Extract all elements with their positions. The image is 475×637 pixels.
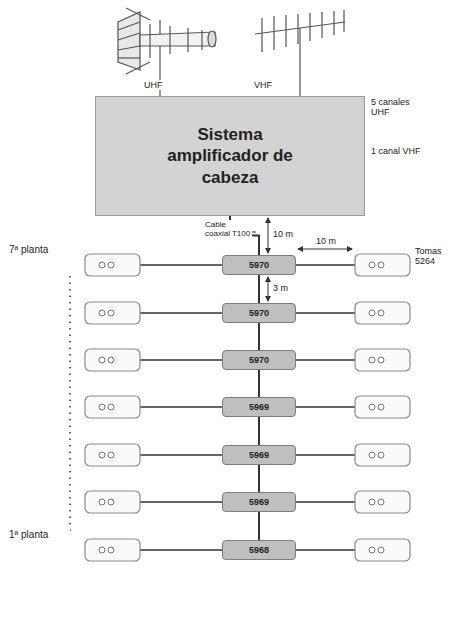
channel-note: 1 canal VHF (370, 146, 422, 156)
branch-cable (296, 359, 355, 361)
tap-box: 5970 (222, 303, 296, 323)
branch-cable (296, 501, 355, 503)
outlet-socket (369, 547, 375, 553)
outlet-socket (369, 452, 375, 458)
branch-cable (296, 264, 355, 266)
box-title: Sistema amplificador de cabeza (156, 124, 304, 188)
outlet-box (85, 539, 140, 561)
outlet-box (85, 491, 140, 513)
part-number: 5970 (249, 308, 269, 318)
head-amplifier-box: Sistema amplificador de cabeza (95, 96, 365, 216)
outlet-socket (108, 452, 114, 458)
branch-cable (140, 312, 222, 314)
floor-label: 1ª planta (8, 529, 70, 541)
branch-cable (296, 406, 355, 408)
outlet-box (85, 302, 140, 324)
outlet-socket (369, 404, 375, 410)
outlet-box (85, 444, 140, 466)
outlet-socket (108, 357, 114, 363)
part-number: 5969 (249, 402, 269, 412)
outlet-socket (108, 547, 114, 553)
coax-cable (258, 417, 260, 445)
outlet-socket (99, 499, 105, 505)
outlet-box (85, 349, 140, 371)
part-number: 5969 (249, 497, 269, 507)
branch-cable (296, 454, 355, 456)
outlet-socket (99, 262, 105, 268)
tap-box: 5969 (222, 397, 296, 417)
dotted-line (69, 276, 71, 535)
outlet-socket (369, 310, 375, 316)
coax-cable (258, 512, 260, 540)
tap-box: 5969 (222, 492, 296, 512)
outlet-box (355, 254, 410, 276)
cable-label: Cable coaxial T100 (204, 220, 252, 238)
outlet-socket (99, 357, 105, 363)
outlet-socket (378, 310, 384, 316)
dimension-arrow (268, 277, 269, 301)
dimension-arrow (268, 218, 269, 253)
outlet-socket (108, 310, 114, 316)
branch-cable (140, 454, 222, 456)
outlet-box (355, 491, 410, 513)
branch-cable (140, 549, 222, 551)
outlet-socket (99, 404, 105, 410)
dimension-label: 10 m (315, 236, 337, 246)
outlet-socket (99, 452, 105, 458)
tap-box: 5970 (222, 350, 296, 370)
outlet-socket (378, 357, 384, 363)
dimension-label: 3 m (272, 283, 289, 293)
branch-cable (140, 501, 222, 503)
outlet-socket (378, 499, 384, 505)
part-number: 5970 (249, 355, 269, 365)
branch-cable (140, 359, 222, 361)
outlet-box (85, 396, 140, 418)
branch-cable (296, 312, 355, 314)
outlet-socket (369, 499, 375, 505)
branch-cable (140, 406, 222, 408)
tap-box: 5970 (222, 255, 296, 275)
outlet-socket (378, 262, 384, 268)
outlet-socket (99, 547, 105, 553)
outlet-box (85, 254, 140, 276)
outlet-socket (369, 357, 375, 363)
coax-cable (258, 323, 260, 350)
outlet-box (355, 539, 410, 561)
floor-label: 7ª planta (8, 244, 70, 256)
outlets (85, 254, 410, 561)
antenna-label: UHF (143, 80, 164, 90)
coax-cable (258, 465, 260, 492)
outlet-socket (378, 404, 384, 410)
dimension-label: 10 m (272, 229, 294, 239)
coax-cable (258, 275, 260, 303)
tap-box: 5968 (222, 540, 296, 560)
branch-cable (140, 264, 222, 266)
outlet-label: Tomas 5264 (414, 246, 460, 267)
outlet-socket (369, 262, 375, 268)
uhf-antenna (118, 8, 216, 96)
outlet-socket (378, 452, 384, 458)
part-number: 5970 (249, 260, 269, 270)
dimension-arrow (298, 249, 352, 250)
outlet-box (355, 302, 410, 324)
outlet-box (355, 396, 410, 418)
antenna-label: VHF (253, 80, 273, 90)
part-number: 5968 (249, 545, 269, 555)
outlet-socket (108, 404, 114, 410)
outlet-socket (378, 547, 384, 553)
outlet-socket (108, 499, 114, 505)
outlet-socket (108, 262, 114, 268)
branch-cable (296, 549, 355, 551)
outlet-box (355, 444, 410, 466)
channel-note: 5 canales UHF (370, 97, 430, 118)
outlet-box (355, 349, 410, 371)
outlet-socket (99, 310, 105, 316)
coax-cable (258, 370, 260, 397)
tap-box: 5969 (222, 445, 296, 465)
part-number: 5969 (249, 450, 269, 460)
